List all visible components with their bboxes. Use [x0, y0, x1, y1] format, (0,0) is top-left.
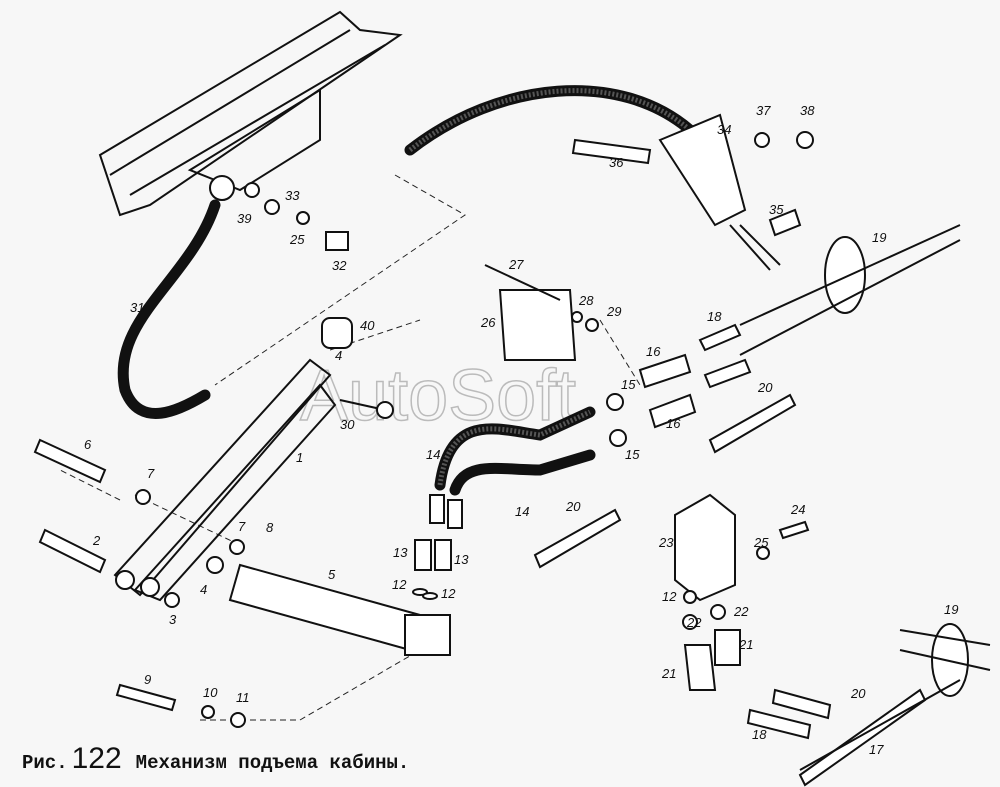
part-label: 32	[332, 258, 347, 273]
part-label: 19	[872, 230, 886, 245]
part-label: 31	[130, 300, 144, 315]
part-label: 27	[508, 257, 524, 272]
part-label: 2	[92, 533, 101, 548]
pin-2	[38, 528, 107, 574]
valve-34	[658, 113, 781, 271]
part-label: 11	[236, 690, 250, 705]
part-label: 22	[686, 615, 702, 630]
part-label: 29	[606, 304, 621, 319]
cab-frame-rail	[98, 10, 403, 217]
part-labels: 39 33 25 32 31 40 4 30 1 6 7 7 8 2 3 4 5…	[84, 103, 958, 757]
part-label: 16	[646, 344, 661, 359]
watermark: AutoSoft	[300, 356, 576, 436]
part-label: 35	[769, 202, 784, 217]
part-label: 12	[392, 577, 407, 592]
pin-6	[33, 438, 107, 484]
part-label: 20	[757, 380, 773, 395]
valve-block-23	[674, 493, 736, 602]
part-label: 19	[944, 602, 958, 617]
cable	[117, 199, 221, 419]
part-label: 5	[328, 567, 336, 582]
part-label: 16	[666, 416, 681, 431]
part-label: 18	[752, 727, 767, 742]
part-label: 34	[717, 122, 731, 137]
part-label: 6	[84, 437, 92, 452]
part-label: 10	[203, 685, 218, 700]
part-label: 14	[426, 447, 440, 462]
figure-number: 122	[71, 742, 122, 775]
part-label: 28	[578, 293, 594, 308]
part-label: 21	[738, 637, 753, 652]
eye-bolt	[209, 175, 235, 201]
part-label: 40	[360, 318, 375, 333]
part-label: 39	[237, 211, 251, 226]
part-label: 4	[335, 348, 342, 363]
part-label: 13	[454, 552, 469, 567]
bolt-32	[325, 231, 349, 251]
part-label: 24	[790, 502, 805, 517]
part-label: 15	[625, 447, 640, 462]
part-label: 22	[733, 604, 749, 619]
part-label: 33	[285, 188, 300, 203]
part-label: 20	[850, 686, 866, 701]
part-label: 15	[621, 377, 636, 392]
part-label: 12	[662, 589, 677, 604]
part-label: 37	[756, 103, 771, 118]
bracket-26	[498, 289, 577, 361]
part-label: 12	[441, 586, 456, 601]
hydraulic-cylinder	[206, 556, 451, 656]
part-label: 23	[658, 535, 674, 550]
part-label: 26	[480, 315, 496, 330]
figure-caption: Рис.122 Механизм подъема кабины.	[22, 742, 409, 776]
part-label: 21	[661, 666, 676, 681]
part-label: 25	[753, 535, 769, 550]
part-label: 8	[266, 520, 274, 535]
part-label: 38	[800, 103, 815, 118]
part-label: 14	[515, 504, 529, 519]
part-label: 36	[609, 155, 624, 170]
part-label: 4	[200, 582, 207, 597]
part-label: 18	[707, 309, 722, 324]
part-label: 7	[238, 519, 246, 534]
part-label: 30	[340, 417, 355, 432]
part-label: 25	[289, 232, 305, 247]
figure-prefix: Рис.	[22, 752, 68, 774]
part-label: 1	[296, 450, 303, 465]
part-label: 13	[393, 545, 408, 560]
part-label: 3	[169, 612, 177, 627]
part-label: 9	[144, 672, 151, 687]
part-label: 7	[147, 466, 155, 481]
lift-arm	[113, 317, 394, 602]
figure-title: Механизм подъема кабины.	[135, 752, 410, 774]
part-label: 20	[565, 499, 581, 514]
part-label: 17	[869, 742, 884, 757]
